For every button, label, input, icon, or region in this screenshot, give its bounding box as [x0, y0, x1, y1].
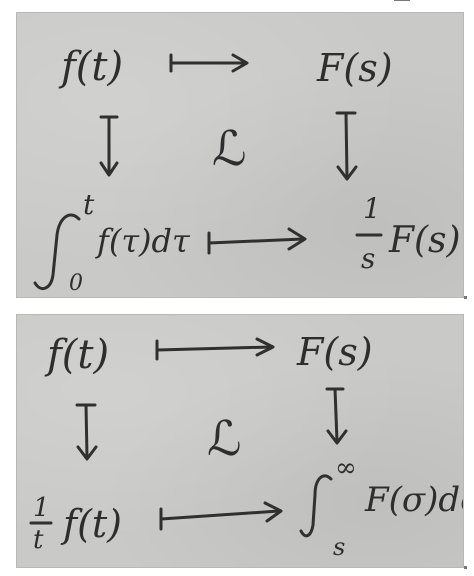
- mapsto-arrow-bottom-row: [159, 501, 283, 531]
- mapsto-arrow-bottom-row: [207, 227, 307, 255]
- laplace-operator-symbol: ℒ: [207, 411, 242, 467]
- mapsto-arrow-left-column: [99, 115, 119, 177]
- fraction-denominator: t: [33, 525, 44, 555]
- mapsto-arrow-right-column: [335, 111, 358, 181]
- integral-lower-limit: 0: [69, 271, 83, 296]
- mapsto-arrow-right-column: [325, 387, 348, 445]
- mapsto-arrow-top-row: [155, 337, 275, 361]
- corner-mark-top-right: [394, 0, 410, 1]
- integral-integrand: F(σ)dσ: [365, 480, 463, 520]
- mapsto-arrow-top-row: [169, 53, 249, 73]
- integral-upper-limit: ∞: [335, 453, 357, 483]
- diagram-strokes-bottom: [29, 337, 348, 538]
- integral-upper-limit: t: [83, 188, 95, 221]
- fraction-numerator: 1: [33, 493, 50, 523]
- mapsto-arrow-left-column: [75, 403, 98, 461]
- integral-integrand: f(τ)dτ: [97, 222, 190, 260]
- transform-label: F(s): [297, 330, 373, 374]
- integral-sign-bottom: [299, 474, 333, 538]
- corner-mark-right-a: [464, 296, 467, 299]
- fraction-denominator: s: [361, 242, 376, 275]
- photo-integration-diagram: f(t) F(s) ℒ t 0 f(τ)dτ 1 s F(s): [16, 12, 464, 298]
- transform-label: F(s): [317, 46, 393, 90]
- divided-function-label: f(t): [63, 502, 122, 546]
- source-function-label: f(t): [47, 332, 110, 378]
- integral-sign-top: [33, 213, 81, 291]
- laplace-operator-symbol: ℒ: [212, 121, 247, 177]
- photo-division-diagram: f(t) F(s) ℒ 1 t f(t) ∞ s F(σ)dσ: [16, 314, 464, 568]
- scaled-transform-label: F(s): [389, 220, 461, 261]
- corner-mark-right-b: [464, 566, 467, 569]
- integral-lower-limit: s: [333, 533, 346, 561]
- diagram-strokes-top: [33, 53, 383, 291]
- source-function-label: f(t): [61, 44, 124, 90]
- fraction-numerator: 1: [363, 192, 381, 225]
